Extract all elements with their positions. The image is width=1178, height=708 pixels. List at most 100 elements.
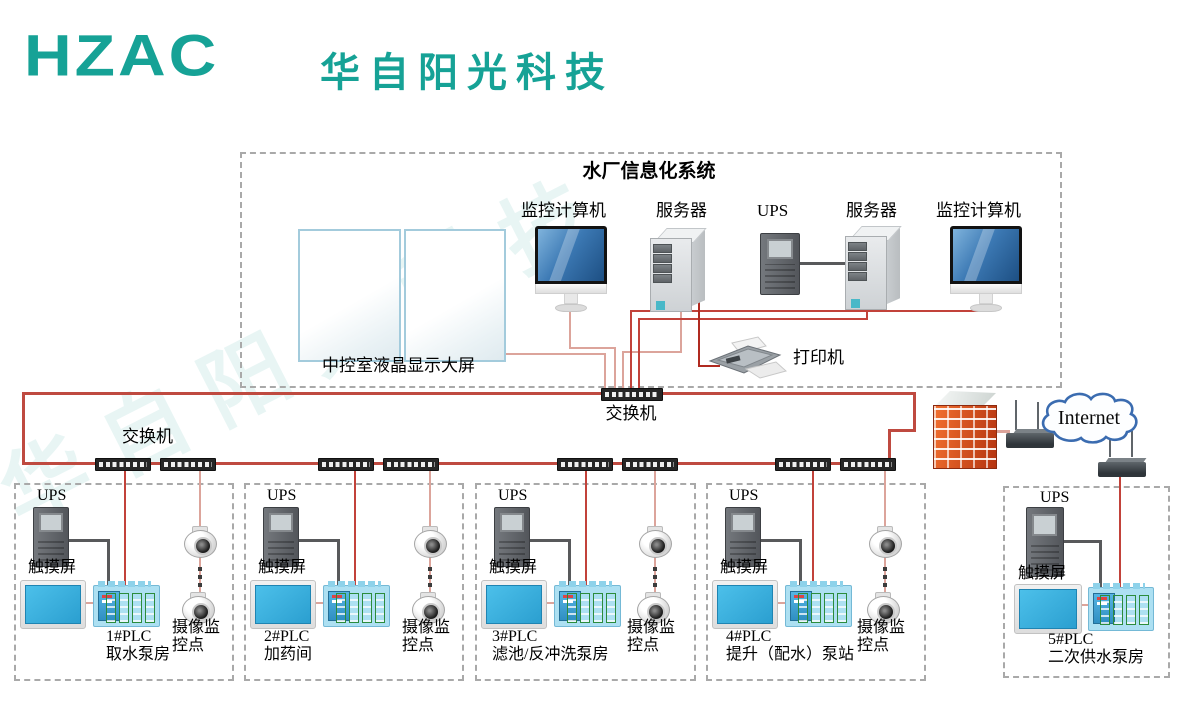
station1-camera-label: 摄像监 控点	[172, 619, 220, 656]
field-switch-6	[622, 458, 678, 471]
touch-plc-cable	[774, 602, 785, 604]
printer-label: 打印机	[793, 348, 844, 367]
ups-server-cable	[798, 262, 845, 265]
server-slot	[848, 242, 867, 251]
server-slot	[848, 262, 867, 271]
ups-plc-cable	[568, 539, 571, 585]
camera-label-line1: 摄像监	[402, 619, 451, 636]
plc-io-cards	[336, 593, 385, 623]
connection-line	[698, 365, 720, 367]
monitor-right-label: 监控计算机	[936, 201, 1021, 220]
station4-camera-label: 摄像监 控点	[857, 619, 905, 656]
server-slot	[653, 274, 672, 283]
server-slot	[848, 272, 867, 281]
station1-plc-label: 1#PLC 取水泵房	[106, 628, 170, 665]
station3-ups-icon	[494, 507, 530, 567]
station1-touchscreen	[20, 580, 86, 629]
station3-plc-icon	[554, 581, 621, 627]
monitor-bezel	[950, 226, 1022, 284]
ellipsis-dots	[653, 563, 657, 591]
connection-line	[680, 295, 682, 353]
backbone-line-right2	[888, 429, 891, 465]
ellipsis-dots	[883, 563, 887, 591]
camera-label-line2: 控点	[627, 637, 660, 655]
router-plc-drop-line	[1119, 470, 1121, 587]
system-title: 水厂信息化系统	[582, 161, 716, 182]
wireless-router-icon-2	[1098, 429, 1150, 477]
monitor-neck	[979, 294, 993, 304]
station2-plc-label: 2#PLC 加药间	[264, 628, 312, 665]
ups-plc-cable	[759, 539, 802, 542]
monitor-chin	[950, 284, 1022, 294]
connection-line	[622, 351, 624, 390]
touch-plc-cable	[1078, 604, 1088, 606]
plc-io-cards	[567, 593, 616, 623]
dome-camera-icon	[635, 592, 671, 624]
router-body	[1006, 433, 1054, 448]
field-switch-8	[840, 458, 896, 471]
station4-ups-icon	[725, 507, 761, 567]
plc-io-cards	[1100, 595, 1149, 625]
plc-number: 1#PLC	[106, 628, 152, 645]
plc-drop-line	[812, 464, 814, 585]
main-switch-icon	[601, 388, 663, 401]
station5-ups-icon	[1026, 507, 1064, 577]
connection-line	[866, 308, 868, 320]
station2-plc-icon	[323, 581, 390, 627]
plc-number: 3#PLC	[492, 628, 538, 645]
plc-io-cards	[798, 593, 847, 623]
station4-plc-label: 4#PLC 提升（配水）泵站	[726, 628, 854, 665]
firewall-icon	[932, 391, 997, 469]
station-name: 提升（配水）泵站	[726, 646, 855, 664]
plc-number: 5#PLC	[1048, 631, 1094, 648]
ups-plc-cable	[528, 539, 571, 542]
backbone-line-bottom	[22, 462, 891, 465]
station3-touchscreen	[481, 580, 547, 629]
antenna	[1015, 400, 1017, 430]
station4-touch-label: 触摸屏	[720, 559, 769, 576]
system-box	[240, 152, 1062, 388]
dome-camera-icon	[180, 592, 216, 624]
station-name: 加药间	[264, 646, 313, 664]
connection-line	[614, 347, 616, 390]
hzac-logo: HZAC	[24, 22, 220, 89]
station3-ups-label: UPS	[498, 487, 528, 504]
field-switch-4	[383, 458, 439, 471]
station1-ups-label: UPS	[37, 487, 67, 504]
backbone-to-firewall	[888, 429, 916, 432]
monitor-neck	[564, 294, 578, 304]
left-switch-label: 交换机	[122, 427, 173, 446]
station5-plc-label: 5#PLC 二次供水泵房	[1048, 631, 1144, 668]
server-left-label: 服务器	[656, 201, 707, 220]
monitor-screen	[538, 229, 604, 281]
big-screen-panel	[298, 229, 401, 362]
ups-plc-cable	[107, 539, 110, 585]
monitor-left-label: 监控计算机	[521, 201, 606, 220]
server-right-icon	[843, 224, 905, 314]
internet-label: Internet	[1058, 407, 1121, 429]
dome-camera-icon	[182, 526, 218, 558]
control-room-big-screen	[298, 229, 506, 362]
plc-number: 2#PLC	[264, 628, 310, 645]
connection-line	[630, 310, 988, 312]
station4-plc-icon	[785, 581, 852, 627]
dome-camera-icon	[412, 526, 448, 558]
camera-label-line1: 摄像监	[627, 619, 676, 636]
dome-camera-icon	[410, 592, 446, 624]
company-name: 华自阳光科技	[320, 50, 614, 95]
ellipsis-dots	[428, 563, 432, 591]
ups-plc-cable	[799, 539, 802, 585]
dome-camera-icon	[867, 526, 903, 558]
monitor-chin	[535, 284, 607, 294]
dome-camera-icon	[637, 526, 673, 558]
router-body	[1098, 462, 1146, 477]
touch-plc-cable	[82, 602, 93, 604]
field-switch-7	[775, 458, 831, 471]
firewall-router-line	[995, 430, 1010, 433]
connection-line	[638, 318, 640, 390]
station5-touch-label: 触摸屏	[1018, 565, 1067, 582]
backbone-line-right	[913, 392, 916, 431]
internet-cloud: Internet	[1041, 392, 1138, 444]
connection-line	[506, 353, 606, 355]
